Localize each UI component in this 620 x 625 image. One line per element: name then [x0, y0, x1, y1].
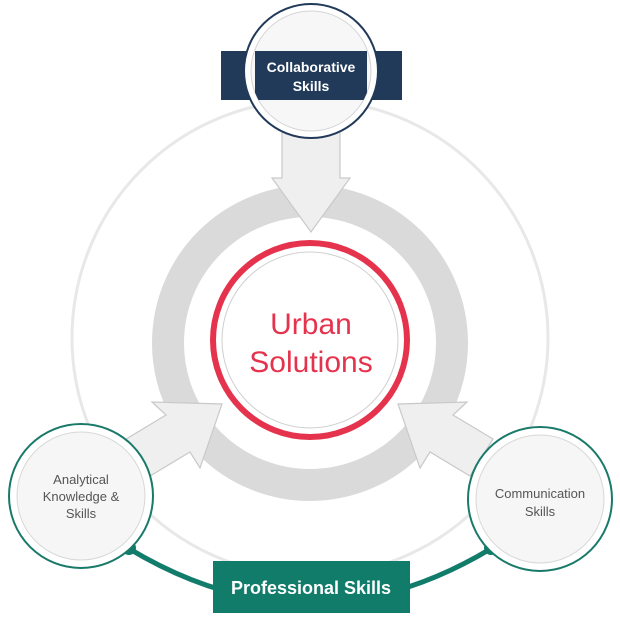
arrow-right — [397, 401, 494, 477]
arrow-left — [125, 401, 223, 477]
analytical-label-line1: Analytical — [53, 472, 109, 487]
communication-label-line1: Communication — [495, 486, 585, 501]
professional-skills-label: Professional Skills — [231, 578, 391, 598]
analytical-node-inner — [16, 431, 146, 561]
collaborative-label-line1: Collaborative — [267, 59, 356, 75]
analytical-label-line3: Skills — [66, 506, 97, 521]
center-title-line2: Solutions — [249, 346, 372, 379]
center-red-ring — [210, 240, 410, 440]
collaborative-label-line2: Skills — [293, 78, 330, 94]
center-inner-ring — [221, 251, 399, 429]
professional-banner — [213, 561, 410, 613]
analytical-label-line2: Knowledge & — [43, 489, 120, 504]
communication-node-inner — [475, 434, 605, 564]
communication-label-line2: Skills — [525, 504, 556, 519]
center-title-line1: Urban — [270, 308, 352, 341]
collaborative-node-pill — [255, 51, 367, 100]
